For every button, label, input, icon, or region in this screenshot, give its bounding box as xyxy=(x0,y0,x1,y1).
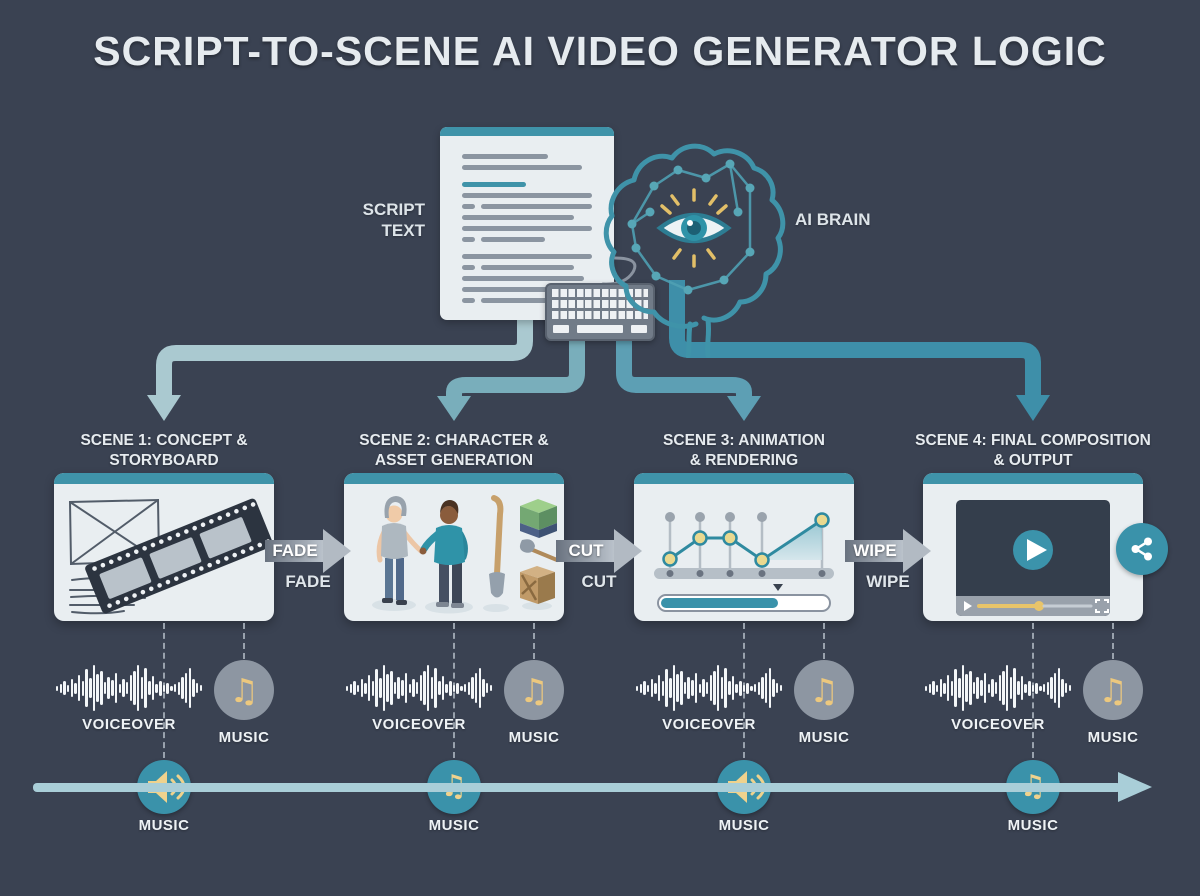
page-title: SCRIPT-TO-SCENE AI VIDEO GENERATOR LOGIC xyxy=(93,28,1107,74)
transition-arrow-wipe: WIPE xyxy=(845,529,931,573)
transition-label: WIPE xyxy=(853,541,897,560)
scene-4-card xyxy=(923,473,1143,621)
scene-4-title: SCENE 4: FINAL COMPOSITION& OUTPUT xyxy=(915,432,1151,470)
music-label: MUSIC xyxy=(508,729,560,746)
shovel-icon xyxy=(489,495,505,598)
video-player-icon xyxy=(956,500,1110,616)
music-label: MUSIC xyxy=(218,729,270,746)
eye-rays xyxy=(660,188,728,268)
voiceover-label: VOICEOVER xyxy=(372,716,466,733)
timeline-marker-label: MUSIC xyxy=(718,817,770,834)
music-icon-circle: ♫ xyxy=(794,660,854,720)
scene-2-card xyxy=(344,473,564,621)
timeline-marker-label: MUSIC xyxy=(1007,817,1059,834)
connector-dashed-line xyxy=(823,623,825,659)
spacebar xyxy=(577,325,623,333)
voiceover-waveform-icon xyxy=(54,663,204,713)
document-text-lines xyxy=(440,136,614,303)
voiceover-label: VOICEOVER xyxy=(662,716,756,733)
transition-label-below: WIPE xyxy=(866,572,910,591)
connector-dashed-line xyxy=(243,623,245,659)
connector-dashed-line xyxy=(533,623,535,659)
scene-1-title: SCENE 1: CONCEPT &STORYBOARD xyxy=(80,432,248,470)
script-text-label: SCRIPT TEXT xyxy=(362,200,425,241)
play-icon xyxy=(1013,530,1053,570)
character-figures-icon xyxy=(372,495,559,614)
scene-3-card xyxy=(634,473,854,621)
connector-dashed-line xyxy=(1112,623,1114,659)
storyboard-sketch-icon xyxy=(68,498,273,615)
filmstrip-icon xyxy=(85,498,273,614)
man-figure xyxy=(419,500,468,608)
transition-label: FADE xyxy=(272,541,318,560)
music-note-icon: ♫ xyxy=(1098,670,1128,710)
music-label: MUSIC xyxy=(798,729,850,746)
share-icon xyxy=(1116,523,1168,575)
neural-nodes xyxy=(627,159,755,295)
scene-3-title: SCENE 3: ANIMATION& RENDERING xyxy=(663,432,825,470)
keyframe-graph-icon xyxy=(654,512,834,612)
music-note-icon: ♫ xyxy=(519,670,549,710)
music-note-icon: ♫ xyxy=(809,670,839,710)
transition-arrow-fade: FADE xyxy=(265,529,351,573)
timeline-marker-label: MUSIC xyxy=(428,817,480,834)
ai-brain-eye-icon xyxy=(603,143,786,358)
fullscreen-icon xyxy=(1095,599,1109,613)
music-label: MUSIC xyxy=(1087,729,1139,746)
transition-label-below: CUT xyxy=(581,572,617,591)
playhead-marker xyxy=(773,584,783,591)
ai-brain-label: AI BRAIN xyxy=(795,210,871,229)
eye-icon xyxy=(656,212,732,244)
voiceover-label: VOICEOVER xyxy=(951,716,1045,733)
voiceover-waveform-icon xyxy=(923,663,1073,713)
transition-label-below: FADE xyxy=(285,572,331,591)
transition-arrow-cut: CUT xyxy=(556,529,642,573)
woman-figure xyxy=(376,496,424,605)
voiceover-waveform-icon xyxy=(634,663,784,713)
voiceover-waveform-icon xyxy=(344,663,494,713)
scene-2-title: SCENE 2: CHARACTER &ASSET GENERATION xyxy=(359,432,549,470)
music-icon-circle: ♫ xyxy=(1083,660,1143,720)
timeline-marker-label: MUSIC xyxy=(138,817,190,834)
transition-label: CUT xyxy=(568,541,604,560)
timeline-arrow-icon xyxy=(1118,772,1152,802)
music-note-icon: ♫ xyxy=(229,670,259,710)
voiceover-label: VOICEOVER xyxy=(82,716,176,733)
progress-bar xyxy=(657,594,831,612)
audio-timeline xyxy=(33,783,1121,792)
asset-crates-icon xyxy=(519,499,559,604)
music-icon-circle: ♫ xyxy=(214,660,274,720)
music-icon-circle: ♫ xyxy=(504,660,564,720)
scene-1-card xyxy=(54,473,274,621)
document-header-bar xyxy=(440,127,614,136)
